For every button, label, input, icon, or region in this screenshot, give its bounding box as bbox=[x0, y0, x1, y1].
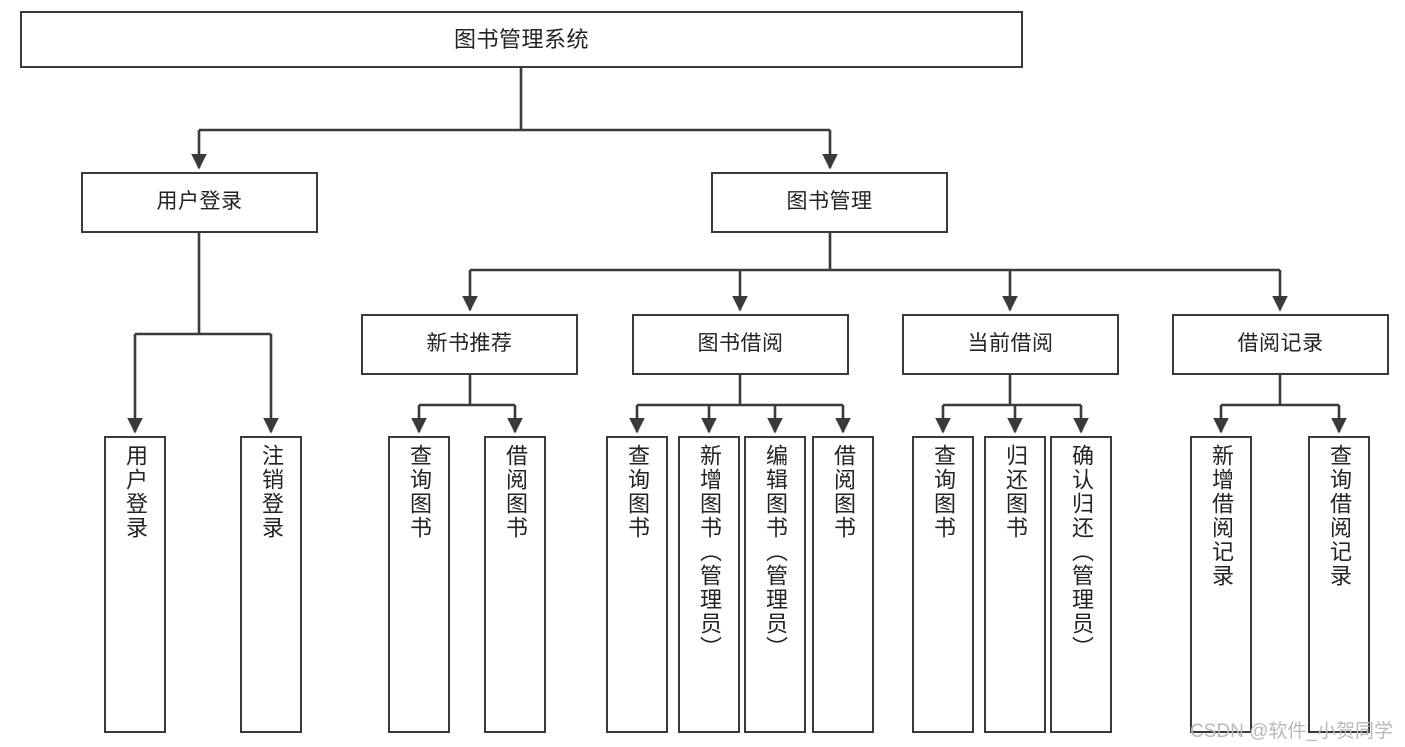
node-leaf-user-login[interactable]: 用户登录 bbox=[104, 436, 166, 733]
node-leaf-query-record-label: 查询借阅记录 bbox=[1327, 444, 1352, 588]
node-book-borrow-label: 图书借阅 bbox=[697, 332, 784, 356]
node-leaf-query-book-3-label: 查询图书 bbox=[931, 444, 956, 540]
node-leaf-edit-book-label: 编辑图书（管理员） bbox=[763, 444, 788, 660]
node-leaf-query-book-3[interactable]: 查询图书 bbox=[912, 436, 974, 733]
node-leaf-return-book[interactable]: 归还图书 bbox=[984, 436, 1046, 733]
node-leaf-confirm-return[interactable]: 确认归还（管理员） bbox=[1050, 436, 1112, 733]
node-root-label: 图书管理系统 bbox=[453, 26, 589, 52]
node-book-borrow[interactable]: 图书借阅 bbox=[632, 314, 849, 375]
node-current-borrow-label: 当前借阅 bbox=[967, 332, 1054, 356]
edge-currentborrow-bus bbox=[943, 375, 1081, 407]
node-leaf-query-book-1-label: 查询图书 bbox=[407, 444, 432, 540]
node-leaf-confirm-return-label: 确认归还（管理员） bbox=[1069, 444, 1094, 660]
node-borrow-record-label: 借阅记录 bbox=[1237, 332, 1324, 356]
edge-userlogin-bus bbox=[135, 233, 271, 336]
node-leaf-borrow-book-1-label: 借阅图书 bbox=[503, 444, 528, 540]
node-leaf-borrow-book-2[interactable]: 借阅图书 bbox=[812, 436, 874, 733]
node-leaf-query-book-2-label: 查询图书 bbox=[625, 444, 650, 540]
node-book-manage-label: 图书管理 bbox=[786, 190, 873, 214]
node-leaf-user-logout[interactable]: 注销登录 bbox=[240, 436, 302, 733]
node-leaf-user-logout-label: 注销登录 bbox=[259, 444, 284, 540]
edge-root-bus bbox=[199, 68, 830, 132]
node-leaf-query-book-1[interactable]: 查询图书 bbox=[388, 436, 450, 733]
node-leaf-borrow-book-1[interactable]: 借阅图书 bbox=[484, 436, 546, 733]
node-leaf-add-book-label: 新增图书（管理员） bbox=[697, 444, 722, 660]
node-new-book-recommend-label: 新书推荐 bbox=[426, 332, 513, 356]
node-leaf-add-record[interactable]: 新增借阅记录 bbox=[1190, 436, 1252, 733]
edge-newbook-bus bbox=[419, 375, 515, 407]
node-user-login-label: 用户登录 bbox=[156, 190, 243, 214]
node-new-book-recommend[interactable]: 新书推荐 bbox=[361, 314, 578, 375]
node-current-borrow[interactable]: 当前借阅 bbox=[902, 314, 1119, 375]
edge-borrowrecord-bus bbox=[1221, 375, 1339, 407]
node-leaf-edit-book[interactable]: 编辑图书（管理员） bbox=[744, 436, 806, 733]
edge-bookborrow-bus bbox=[637, 375, 843, 407]
node-book-manage[interactable]: 图书管理 bbox=[711, 172, 948, 233]
node-leaf-add-book[interactable]: 新增图书（管理员） bbox=[678, 436, 740, 733]
node-leaf-return-book-label: 归还图书 bbox=[1003, 444, 1028, 540]
node-user-login[interactable]: 用户登录 bbox=[81, 172, 318, 233]
node-leaf-query-record[interactable]: 查询借阅记录 bbox=[1308, 436, 1370, 733]
edge-bookmanage-bus bbox=[470, 233, 1280, 272]
node-leaf-borrow-book-2-label: 借阅图书 bbox=[831, 444, 856, 540]
node-root[interactable]: 图书管理系统 bbox=[20, 11, 1023, 68]
csdn-watermark: CSDN @软件_小贺同学 bbox=[1190, 721, 1393, 742]
node-leaf-user-login-label: 用户登录 bbox=[123, 444, 148, 540]
node-borrow-record[interactable]: 借阅记录 bbox=[1172, 314, 1389, 375]
node-leaf-add-record-label: 新增借阅记录 bbox=[1209, 444, 1234, 588]
node-leaf-query-book-2[interactable]: 查询图书 bbox=[606, 436, 668, 733]
